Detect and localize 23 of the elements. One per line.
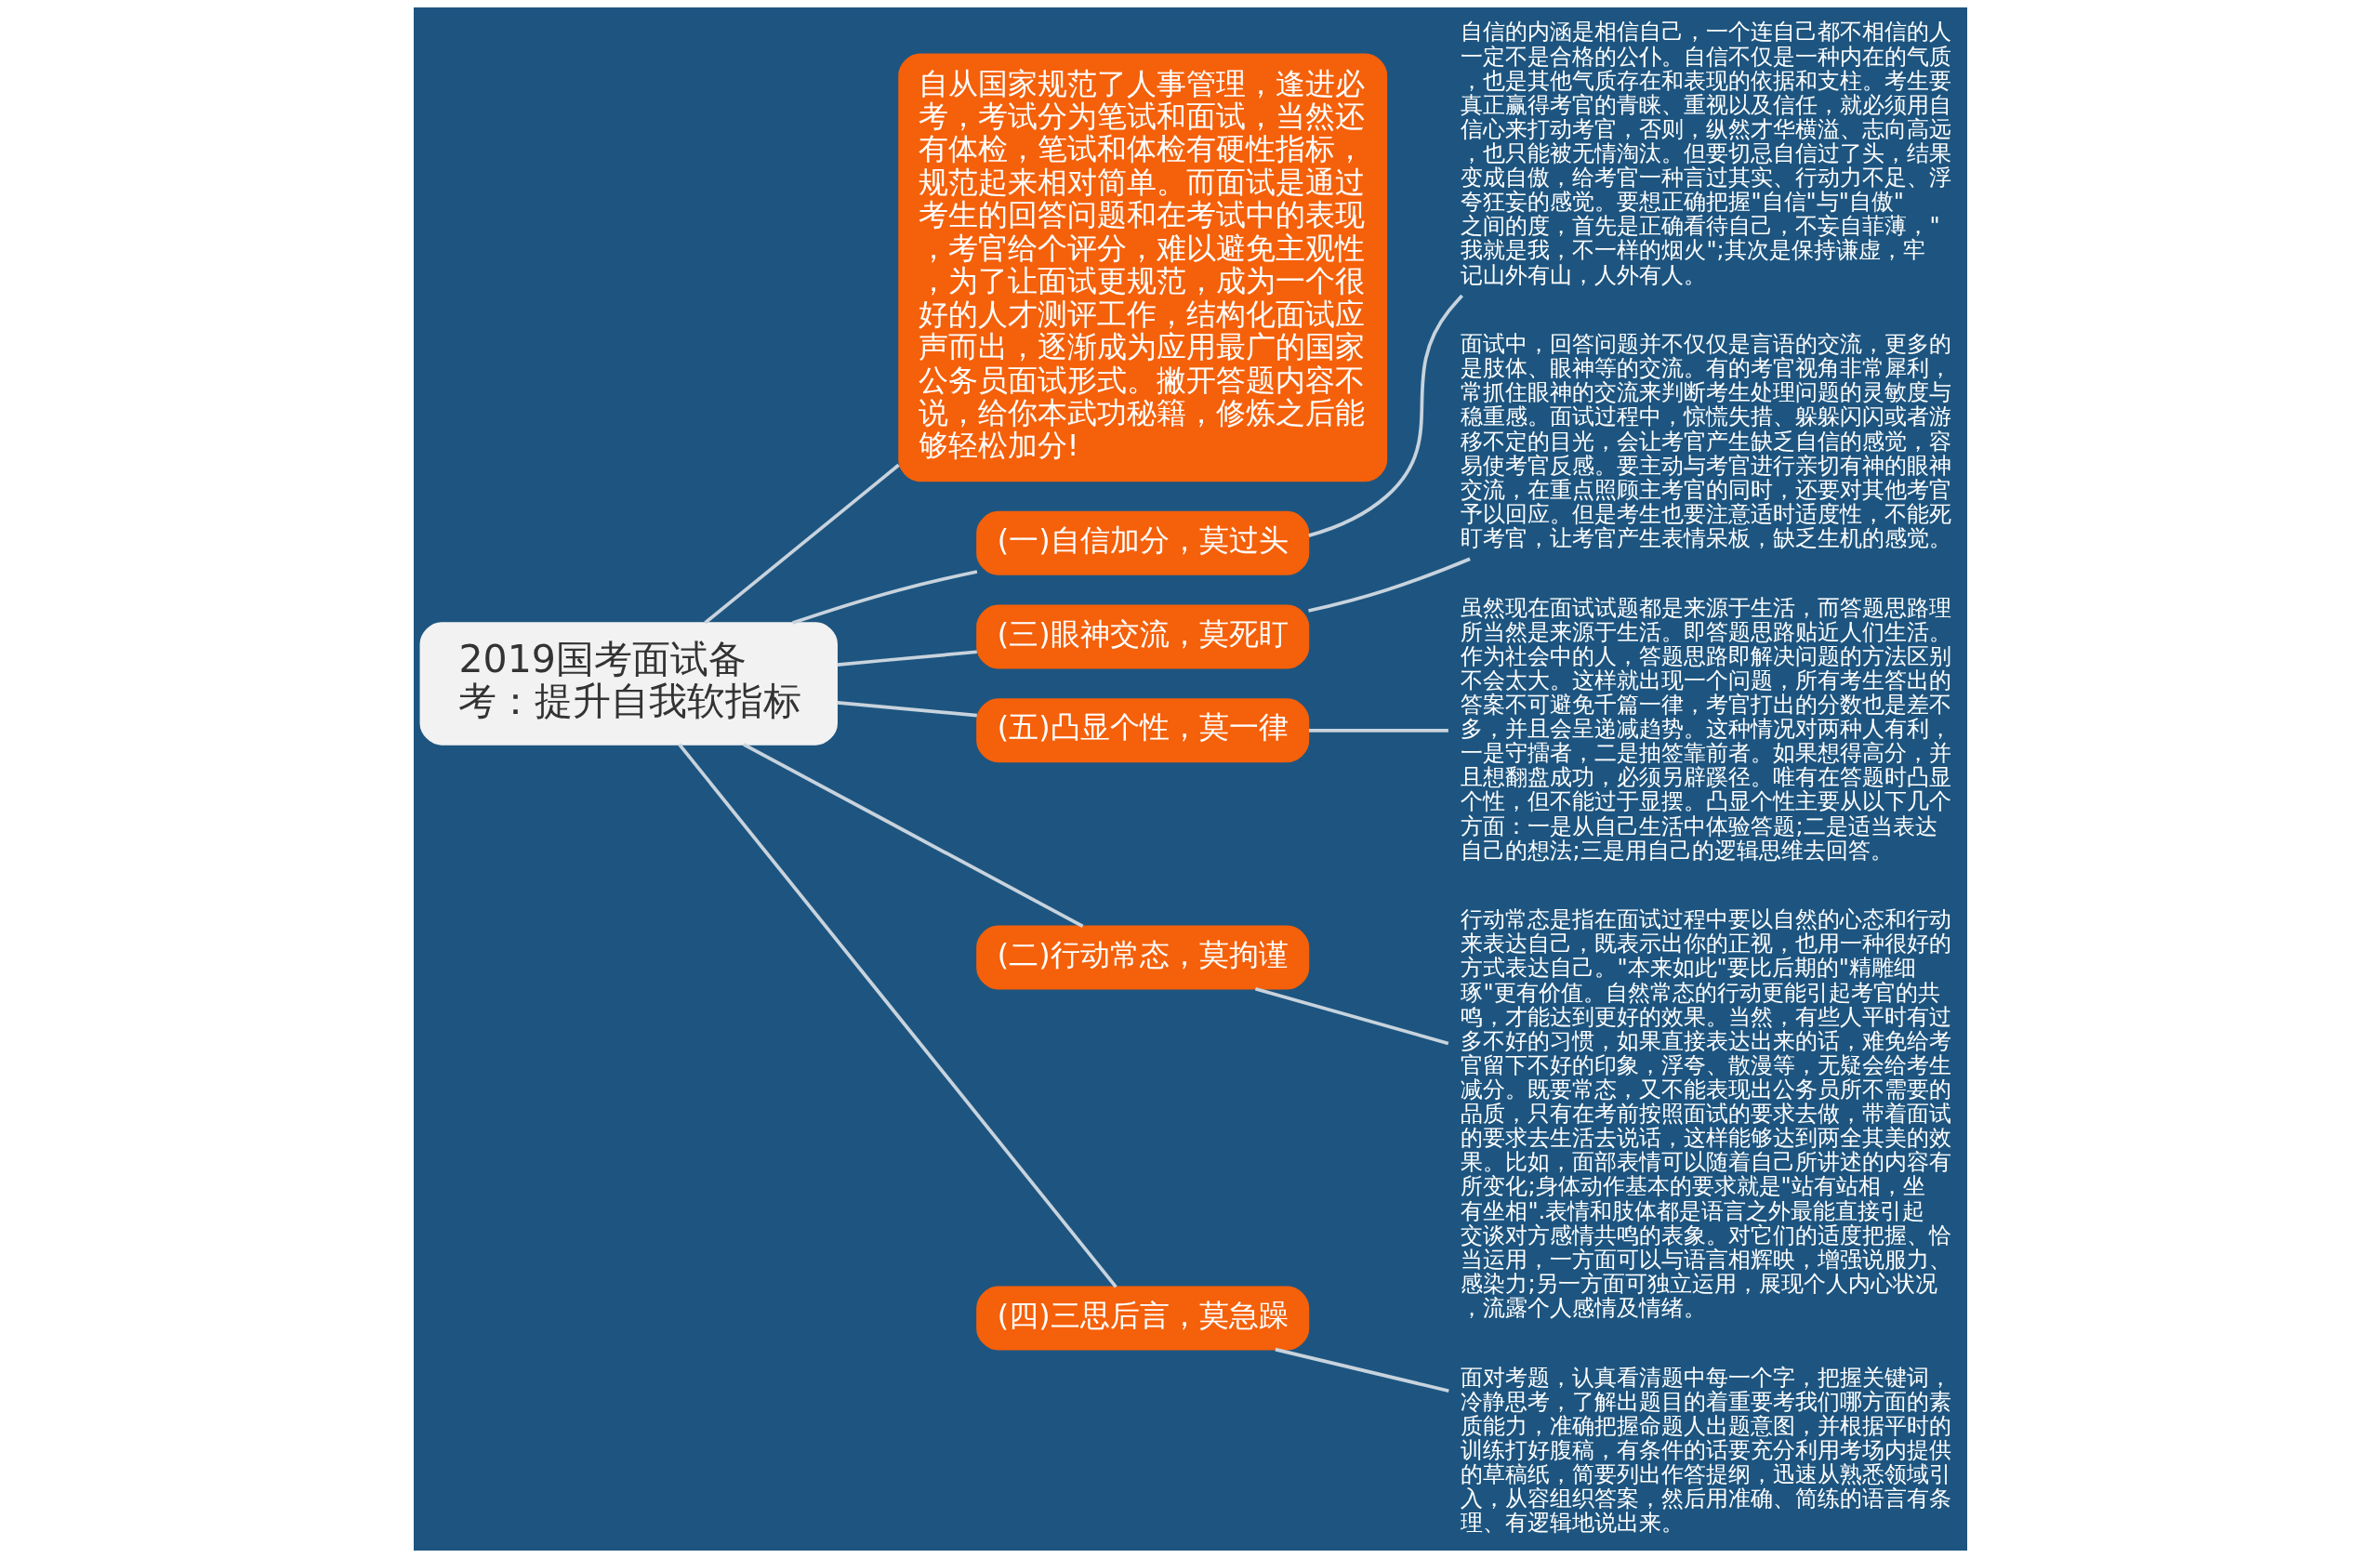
node-text: 行动常态是指在面试过程中要以自然的心态和行动来表达自己，既表示出你的正视，也用一种很好的方式表达自己。"本来如此"要比后期的"精雕细琢"更有价值。自然常态的行动更能引起考官的共鸣，才能达到更好的效果。当然，有些人平时有过多不好的习惯，如果直接表达出来的话，难免给考官留下不好的印象，浮夸、散漫等，无疑会给考生减分。既要常态，又不能表现出公务员所不需要的品质，只有在考前按照面试的要求去做，带着面试的要求去生活去说话，这样能够达到两全其美的效果。比如，面部表情可以随着自己所讲述的内容有所变化;身体动作基本的要求就是"站有站相，坐有坐相".表情和肢体都是语言之外最能直接引起交谈对方感情共鸣的表象。对它们的适度把握、恰当运用，一方面可以与语言相辉映，增强说服力、感染力;另一方面可独立运用，展现个人内心状况，流露个人感情及情绪。 [1460, 905, 1951, 1322]
connector [837, 650, 977, 667]
node-text: 自信的内涵是相信自己，一个连自己都不相信的人一定不是合格的公仆。自信不仅是一种内在的气质，也是其他气质存在和表现的依据和支柱。考生要真正赢得考官的青睐、重视以及信任，就必须用自信心来打动考官，否则，纵然才华横溢、志向高远，也只能被无情淘汰。但要切忌自信过了头，结果变成自傲，给考官一种言过其实、行动力不足、浮夸狂妄的感觉。要想正确把握"自信"与"自傲"之间的度，首先是正确看待自己，不妄自菲薄，"我就是我，不一样的烟火";其次是保持谦虚，牢记山外有山，人外有人。 [1460, 18, 1951, 288]
connector [1254, 987, 1448, 1046]
node-box: (三)眼神交流，莫死盯 [975, 604, 1309, 669]
connector [791, 570, 977, 625]
node-text: 面对考题，认真看清题中每一个字，把握关键词，冷静思考，了解出题目的着重要考我们哪方面的素质能力，准确把握命题人出题意图，并根据平时的训练打好腹稿，有条件的话要充分利用考场内提供的草稿纸，简要列出作答提纲，迅速从熟悉领域引入，从容组织答案，然后用准确、简练的语言有条理、有逻辑地说出来。 [1460, 1363, 1951, 1537]
node-box: (四)三思后言，莫急躁 [975, 1286, 1309, 1351]
node-text: 面试中，回答问题并不仅仅是言语的交流，更多的是肢体、眼神等的交流。有的考官视角非常犀利，常抓住眼神的交流来判断考生处理问题的灵敏度与稳重感。面试过程中，惊慌失措、躲躲闪闪或者游移不定的目光，会让考官产生缺乏自信的感觉，容易使考官反感。要主动与考官进行亲切有神的眼神交流，在重点照顾主考官的同时，还要对其他考官予以回应。但是考生也要注意适时适度性，不能死盯考官，让考官产生表情呆板，缺乏生机的感觉。 [1460, 330, 1951, 551]
node-box: 2019国考面试备考：提升自我软指标 [419, 622, 838, 746]
node-box: 自从国家规范了人事管理，逢进必考，考试分为笔试和面试，当然还有体检，笔试和体检有硬性指标，规范起来相对简单。而面试是通过考生的回答问题和在考试中的表现，考官给个评分，难以避免主观性，为了让面试更规范，成为一个很好的人才测评工作，结构化面试应声而出，逐渐成为应用最广的国家公务员面试形式。撇开答题内容不说，给你本武功秘籍，修炼之后能够轻松加分! [897, 53, 1387, 482]
node-box: (二)行动常态，莫拘谨 [975, 925, 1309, 990]
node-box: (一)自信加分，莫过头 [975, 510, 1309, 575]
connector [703, 463, 900, 625]
connector [677, 743, 1117, 1288]
connector [1307, 294, 1463, 537]
connector [837, 700, 977, 718]
node-text: 虽然现在面试试题都是来源于生活，而答题思路理所当然是来源于生活。即答题思路贴近人们生活。作为社会中的人，答题思路即解决问题的方法区别不会太大。这样就出现一个问题，所有考生答出的答案不可避免千篇一律，考官打出的分数也是差不多，并且会呈递减趋势。这种情况对两种人有利，一是守擂者，二是抽签靠前者。如果想得高分，并且想翻盘成功，必须另辟蹊径。唯有在答题时凸显个性，但不能过于显摆。凸显个性主要从以下几个方面：一是从自己生活中体验答题;二是适当表达自己的想法;三是用自己的逻辑思维去回答。 [1460, 593, 1951, 864]
node-box: (五)凸显个性，莫一律 [975, 698, 1309, 763]
connector [1308, 728, 1448, 733]
connector [1274, 1347, 1449, 1393]
connector [1307, 557, 1471, 613]
connector [742, 743, 1083, 929]
